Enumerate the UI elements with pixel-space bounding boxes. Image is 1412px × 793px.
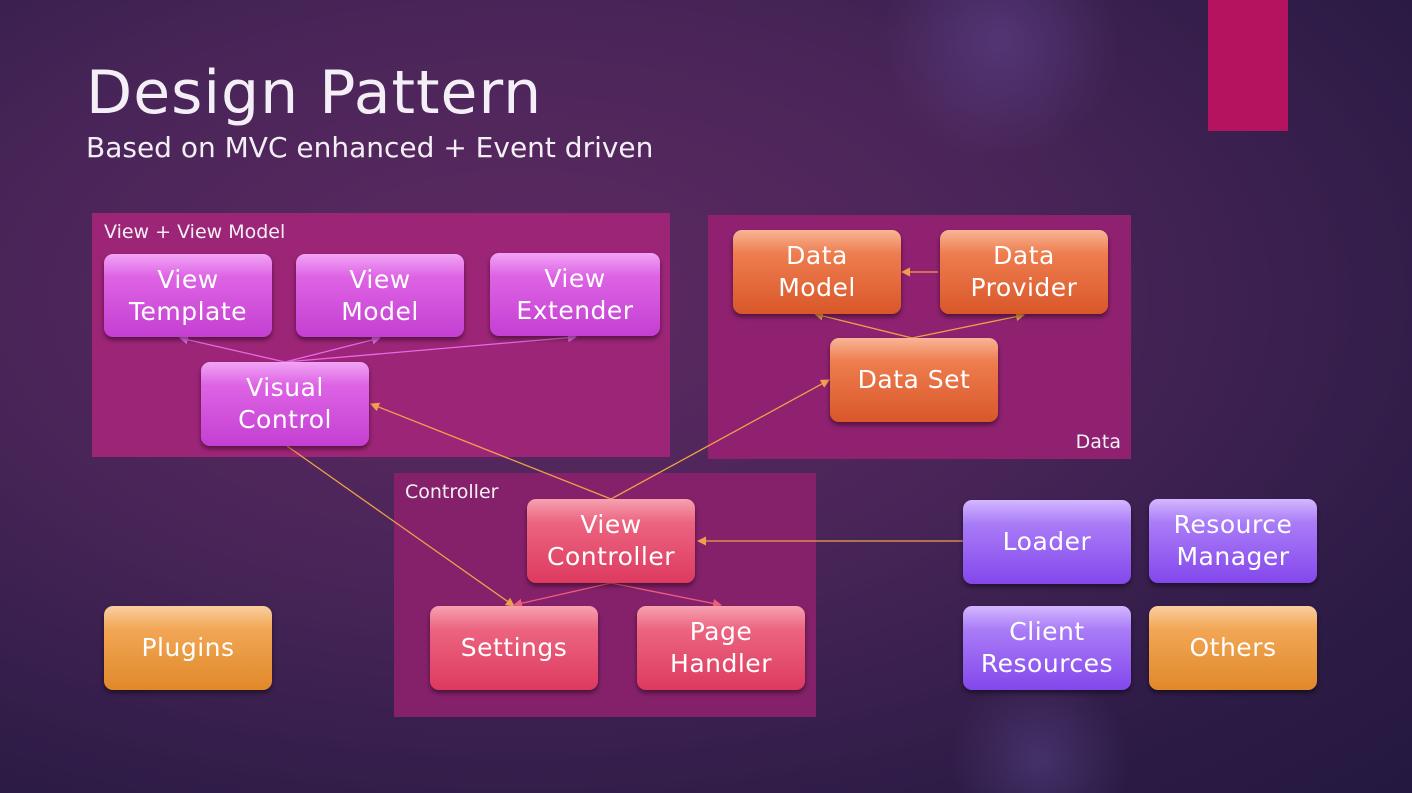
accent-bar (1208, 0, 1288, 131)
settings-node[interactable]: Settings (430, 606, 598, 690)
visual-control-node[interactable]: Visual Control (201, 362, 369, 446)
data-set-node[interactable]: Data Set (830, 338, 998, 422)
plugins-node[interactable]: Plugins (104, 606, 272, 690)
controller-group-label: Controller (405, 481, 499, 503)
loader-node[interactable]: Loader (963, 500, 1131, 584)
view-extender-node[interactable]: View Extender (490, 253, 660, 336)
data-provider-node[interactable]: Data Provider (940, 230, 1108, 314)
resource-manager-node[interactable]: Resource Manager (1149, 499, 1317, 583)
page-handler-node[interactable]: Page Handler (637, 606, 805, 690)
view-group-label: View + View Model (104, 221, 286, 243)
others-node[interactable]: Others (1149, 606, 1317, 690)
data-group-label: Data (1075, 431, 1121, 453)
data-model-node[interactable]: Data Model (733, 230, 901, 314)
slide-subtitle: Based on MVC enhanced + Event driven (86, 131, 654, 164)
view-model-node[interactable]: View Model (296, 254, 464, 337)
view-controller-node[interactable]: View Controller (527, 499, 695, 583)
view-template-node[interactable]: View Template (104, 254, 272, 337)
slide-title: Design Pattern (86, 58, 543, 128)
client-resources-node[interactable]: Client Resources (963, 606, 1131, 690)
